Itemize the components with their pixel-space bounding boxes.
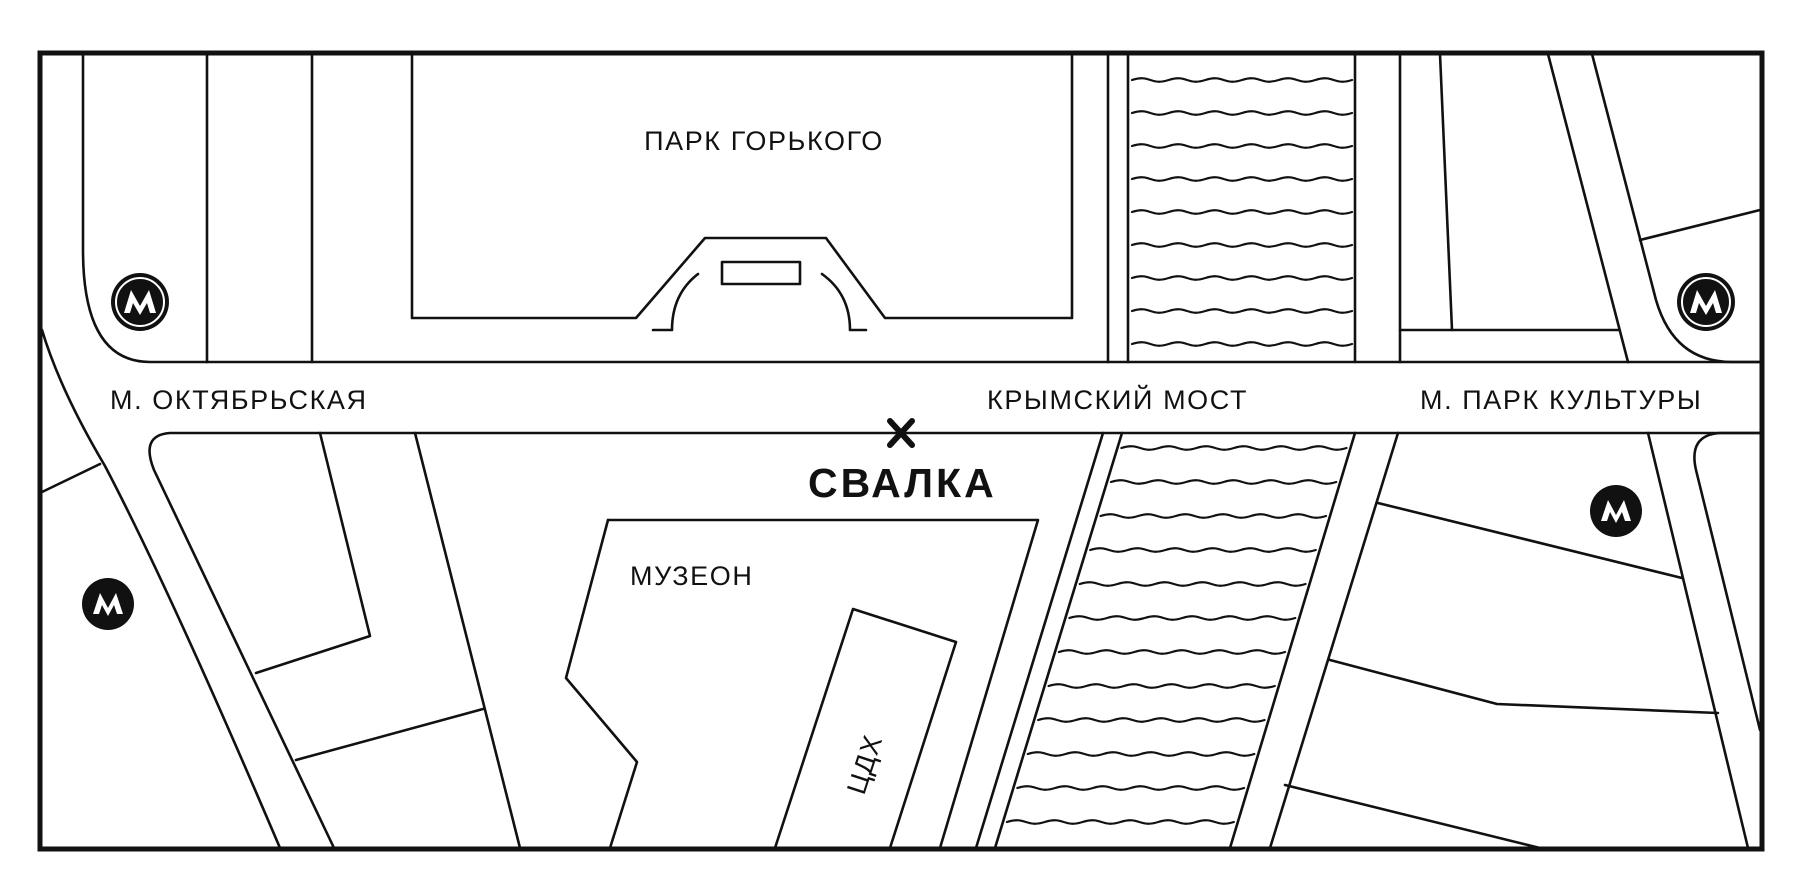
river-bank-5 [974, 431, 1105, 850]
museum-label: МУЗЕОН [630, 561, 753, 591]
street-g [1638, 208, 1762, 242]
block-left-2 [294, 707, 485, 762]
park-building [720, 260, 802, 286]
metro-icon [111, 273, 169, 331]
river-wave [1130, 275, 1354, 281]
venue-label: СВАЛКА [808, 460, 997, 506]
river-bank-7 [1228, 431, 1357, 850]
street-e [1546, 52, 1630, 364]
river-wave [1005, 819, 1235, 825]
river-wave [1078, 581, 1307, 587]
street-k [1328, 658, 1720, 715]
street-l [1283, 783, 1542, 850]
river-wave [1109, 479, 1338, 485]
street-n [1693, 431, 1762, 732]
street-i [413, 431, 522, 850]
river-bank-6 [993, 431, 1124, 850]
street-m [1646, 431, 1750, 850]
diagonal-road [40, 328, 282, 850]
lower-road-edge [148, 431, 1762, 850]
river-wave [1130, 143, 1354, 149]
river-wave [1089, 547, 1317, 553]
metro-icon [1677, 273, 1735, 331]
park-arc-right [820, 272, 868, 332]
river-wave [1130, 242, 1354, 248]
street-f [1590, 52, 1762, 364]
river-wave [1130, 341, 1354, 347]
street-d [1438, 52, 1454, 332]
metro-left-label: М. ОКТЯБРЬСКАЯ [110, 385, 368, 415]
river-waves-upper [1130, 77, 1354, 347]
river-wave [1068, 615, 1297, 621]
map-frame [37, 50, 1765, 852]
cdh-building [773, 607, 958, 850]
river-wave [1120, 445, 1348, 451]
river-waves-lower [1005, 445, 1348, 825]
metro-icon [82, 578, 134, 630]
park-arc-left [651, 272, 700, 332]
bridge-label: КРЫМСКИЙ МОСТ [987, 384, 1248, 415]
river-wave [1047, 683, 1276, 689]
river-wave [1130, 77, 1354, 83]
river-wave [1130, 110, 1354, 116]
river-wave [1130, 176, 1354, 182]
metro-icon [1590, 485, 1642, 537]
river-wave [1026, 751, 1256, 757]
muzeon-edge [564, 518, 639, 850]
block-left-1 [254, 431, 372, 675]
river-wave [1099, 513, 1328, 519]
river-wave [1037, 717, 1266, 723]
river-bank-8 [1268, 431, 1400, 850]
park-block [410, 52, 1074, 320]
cdh-label: ЦДХ [841, 730, 888, 797]
street-h [40, 462, 102, 494]
muzeon-block [606, 518, 1040, 850]
river-wave [1130, 209, 1354, 215]
metro-right-label: М. ПАРК КУЛЬТУРЫ [1420, 385, 1702, 415]
park-label: ПАРК ГОРЬКОГО [644, 126, 884, 156]
river-wave [1130, 308, 1354, 314]
river-wave [1057, 649, 1287, 655]
cross-marker-icon [887, 418, 915, 448]
upper-road-edge [81, 52, 1762, 364]
street-j [1376, 501, 1684, 580]
river-wave [1016, 785, 1246, 791]
